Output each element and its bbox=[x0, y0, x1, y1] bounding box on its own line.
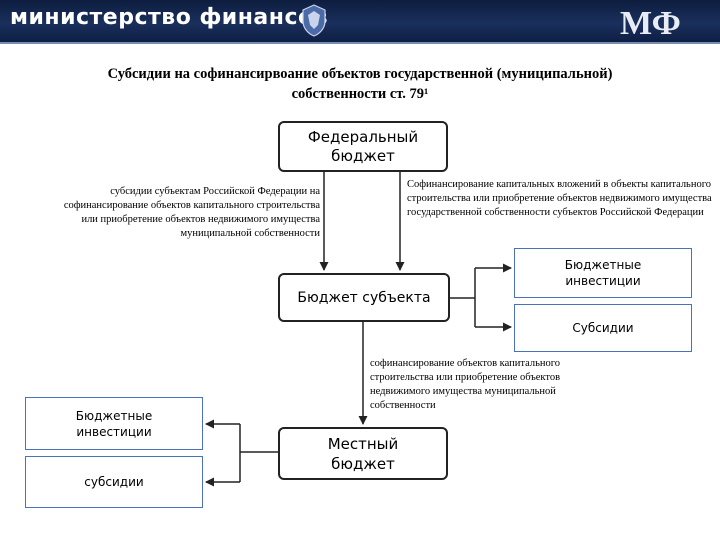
note-subsidies-to-subjects: субсидии субъектам Российской Федерации … bbox=[63, 186, 320, 239]
ministry-name: министерство финансов bbox=[10, 5, 329, 30]
node-local-subsidies-label: субсидии bbox=[84, 475, 144, 489]
node-federal-budget-label: Федеральный бюджет bbox=[307, 127, 419, 165]
node-local-budget: Местный бюджет bbox=[278, 427, 448, 480]
node-subject-subsidies: Субсидии bbox=[514, 304, 692, 352]
slide-title: Субсидии на софинансирвоание объектов го… bbox=[20, 64, 700, 104]
node-subject-budget-label: Бюджет субъекта bbox=[297, 289, 431, 306]
node-subject-investments-label: Бюджетные инвестиции bbox=[564, 258, 642, 288]
ministry-header bbox=[0, 0, 720, 42]
node-local-investments: Бюджетные инвестиции bbox=[25, 397, 203, 450]
coat-of-arms-icon bbox=[302, 4, 326, 37]
ministry-logo-icon: МФ bbox=[620, 5, 681, 42]
node-subject-budget: Бюджет субъекта bbox=[278, 273, 450, 322]
node-local-investments-label: Бюджетные инвестиции bbox=[75, 408, 153, 439]
slide-title-line-1: Субсидии на софинансирвоание объектов го… bbox=[107, 66, 613, 82]
node-subject-subsidies-label: Субсидии bbox=[572, 321, 634, 335]
note-cofinancing-state-property: Софинансирование капитальных вложений в … bbox=[407, 179, 712, 218]
note-cofinancing-municipal-property: софинансирование объектов капитального с… bbox=[370, 358, 561, 411]
header-divider bbox=[0, 42, 720, 44]
slide-title-line-2: собственности ст. 79¹ bbox=[291, 86, 429, 102]
node-local-budget-label: Местный бюджет bbox=[327, 434, 399, 473]
node-federal-budget: Федеральный бюджет bbox=[278, 121, 448, 172]
node-subject-investments: Бюджетные инвестиции bbox=[514, 248, 692, 298]
node-local-subsidies: субсидии bbox=[25, 456, 203, 508]
svg-text:МФ: МФ bbox=[620, 5, 681, 42]
